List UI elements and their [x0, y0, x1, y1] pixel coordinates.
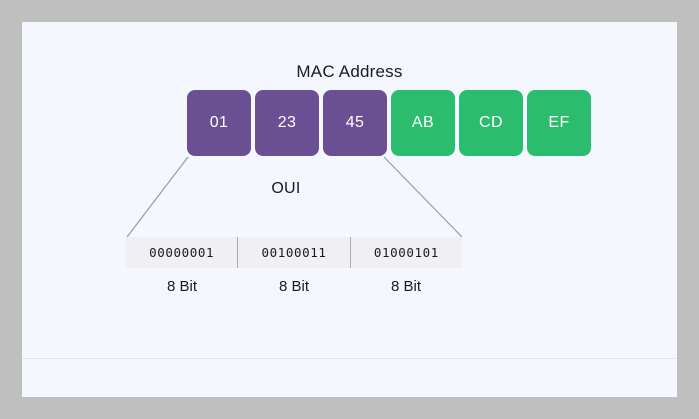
- bit-breakdown-table: 00000001 00100011 01000101: [126, 237, 462, 268]
- bit-cell-1: 00000001: [149, 245, 215, 260]
- bit-size-label-3: 8 Bit: [390, 278, 421, 295]
- mac-octet-2-label: 23: [277, 114, 297, 131]
- mac-octet-1-label: 01: [209, 114, 229, 131]
- bit-cell-2: 00100011: [237, 237, 349, 268]
- mac-octet-6[interactable]: EF: [527, 90, 591, 156]
- bit-cell-3: 01000101: [349, 237, 462, 268]
- bit-size-legend: 8 Bit 8 Bit 8 Bit: [126, 278, 462, 295]
- oui-label: OUI: [271, 180, 301, 197]
- mac-octet-5[interactable]: CD: [459, 90, 523, 156]
- page-title: MAC Address: [296, 62, 403, 81]
- mac-octet-row: 01 23 45 AB CD EF: [187, 90, 591, 156]
- mac-octet-4-label: AB: [411, 114, 435, 131]
- bit-size-label-1: 8 Bit: [166, 278, 197, 295]
- connector-line-right: [383, 156, 463, 238]
- mac-octet-2[interactable]: 23: [255, 90, 319, 156]
- mac-octet-6-label: EF: [548, 114, 570, 131]
- connector-line-left: [126, 156, 189, 238]
- mac-octet-4[interactable]: AB: [391, 90, 455, 156]
- mac-octet-5-label: CD: [479, 114, 503, 131]
- bit-size-label-2: 8 Bit: [278, 278, 309, 295]
- diagram-canvas: MAC Address 01 23 45 AB CD EF: [22, 22, 677, 397]
- mac-octet-3[interactable]: 45: [323, 90, 387, 156]
- footer-divider: [22, 358, 677, 359]
- mac-octet-3-label: 45: [345, 114, 365, 131]
- mac-octet-1[interactable]: 01: [187, 90, 251, 156]
